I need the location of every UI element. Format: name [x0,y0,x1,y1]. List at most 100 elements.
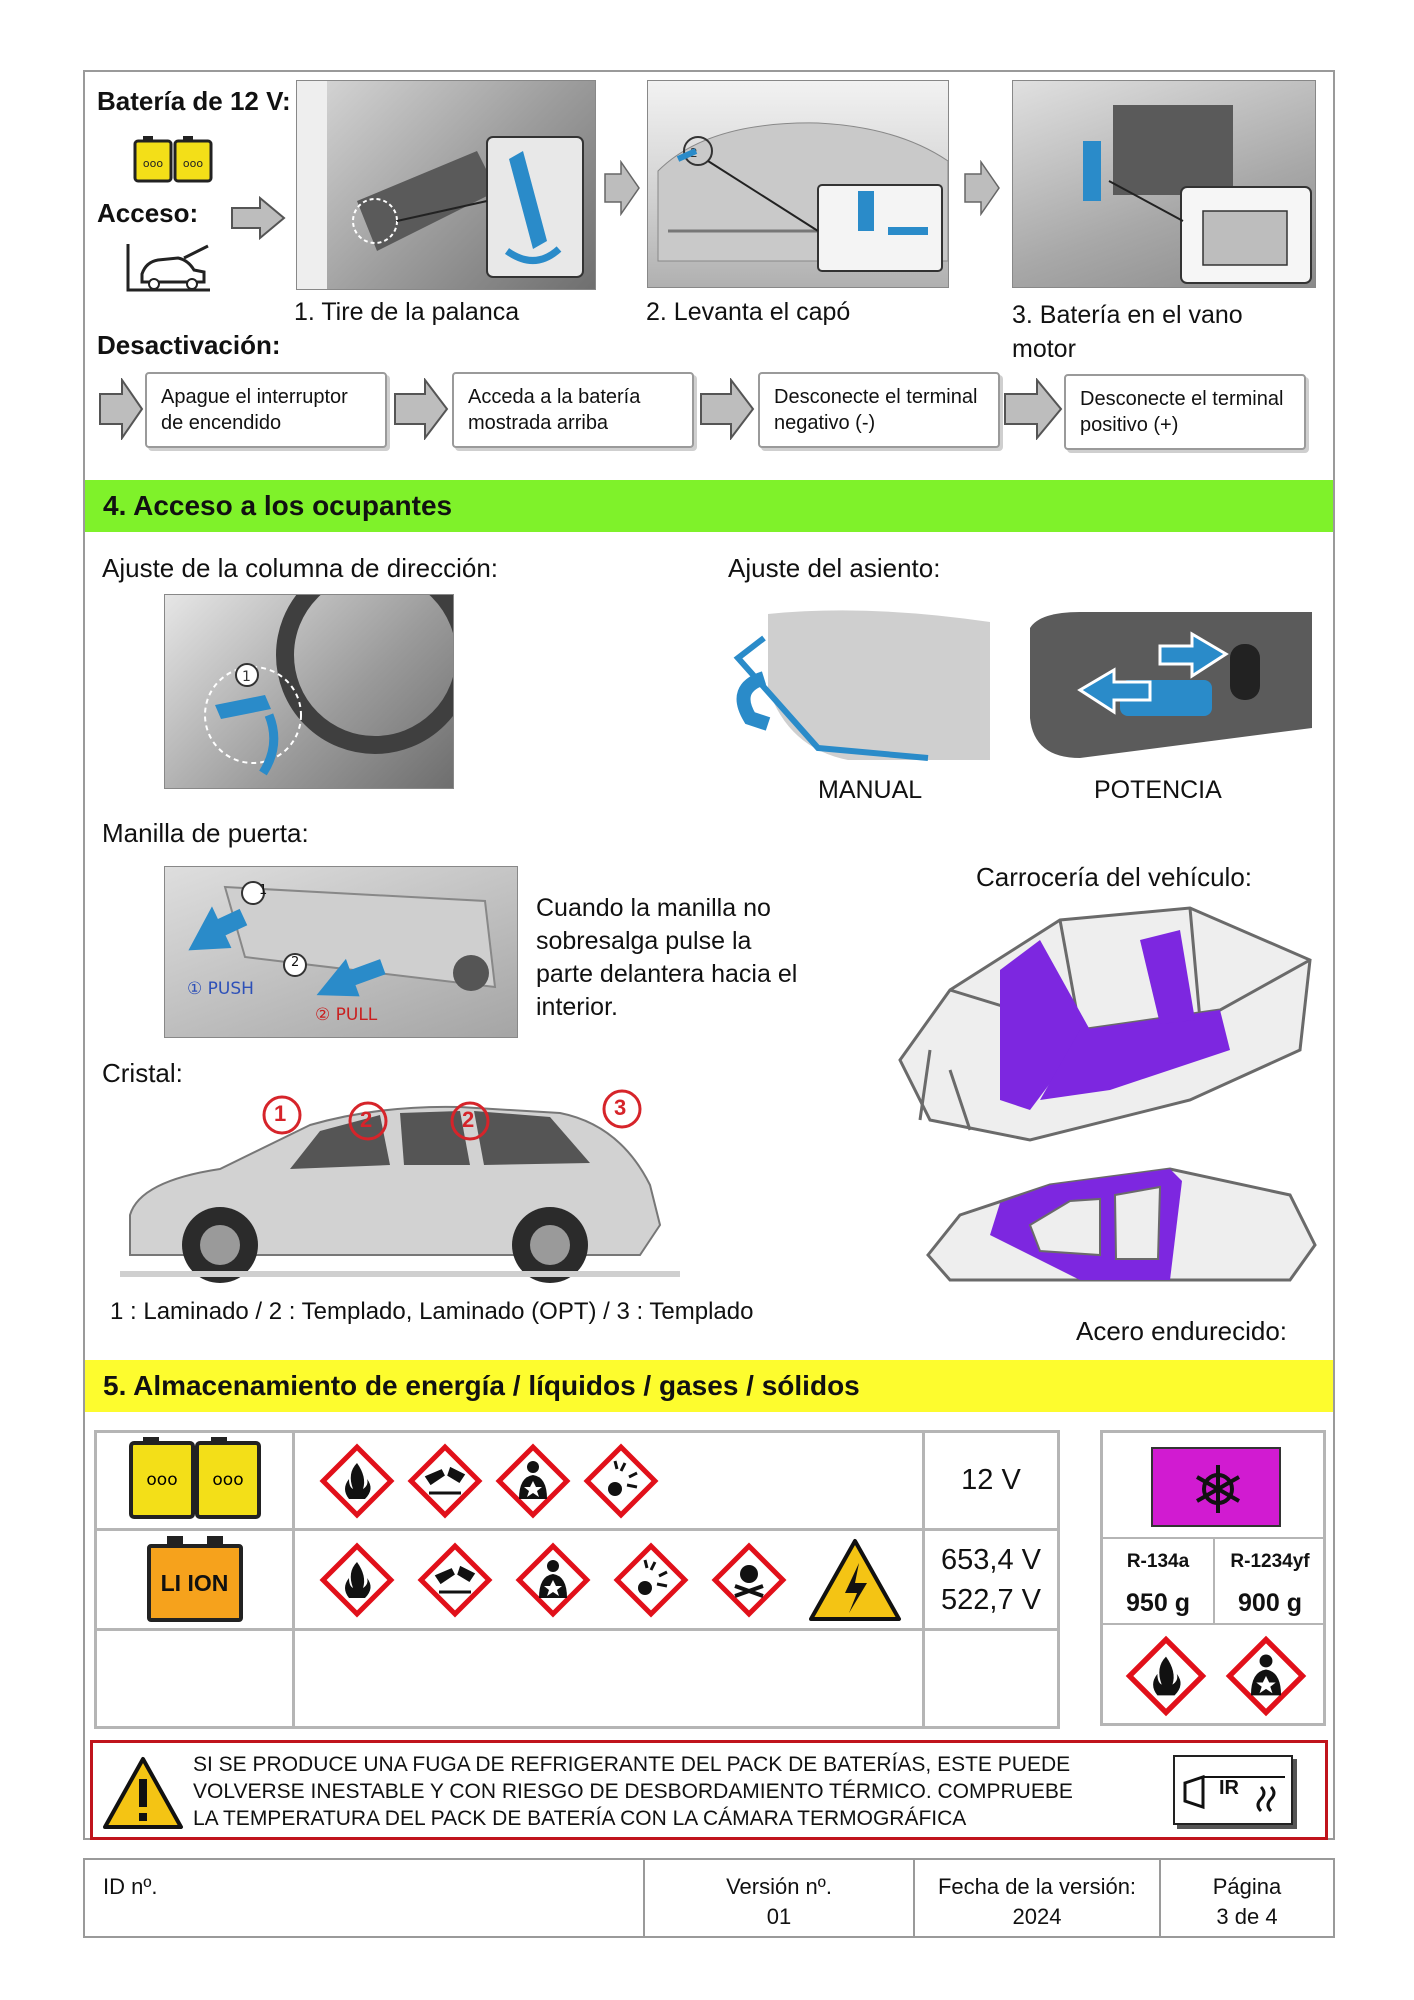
steering-adjust-label: Ajuste de la columna de dirección: [102,553,499,583]
step1-caption: 1. Tire de la palanca [294,298,520,326]
footer-id-label: ID nº. [103,1874,158,1899]
seat-power-photo [1020,608,1312,766]
ghs-health-hazard-icon [495,1443,571,1518]
vehicle-glass-image: 1 2 2 3 [120,1085,680,1285]
footer-date-label: Fecha de la versión: [937,1874,1137,1899]
hood-release-lever-photo [296,80,596,290]
hardened-steel-label: Acero endurecido: [1076,1316,1288,1346]
glass-mark-1: 1 [274,1101,287,1126]
flow-arrow-icon [393,377,449,445]
seat-manual-photo [728,608,990,768]
high-voltage-warning-icon [809,1538,901,1621]
voltage-hv-cell: 653,4 V 522,7 V [922,1528,1060,1631]
step-arrow-icon [963,159,1001,221]
ghs-corrosive-icon [407,1443,483,1518]
ghs-row-hv [317,1537,922,1623]
refrigerant-type-2: R-1234yf [1230,1551,1310,1572]
refrigerant-box: R-134a R-1234yf 950 g 900 g [1100,1430,1326,1726]
seat-power-caption: POTENCIA [1094,776,1222,804]
door-handle-label: Manilla de puerta: [102,818,309,848]
svg-text:ooo: ooo [212,1470,243,1490]
voltage-hv-1: 653,4 V [941,1543,1041,1576]
glass-mark-3: 3 [614,1095,627,1120]
deactivation-step-2: Acceda a la batería mostrada arriba [452,372,694,448]
svg-text:ooo: ooo [143,157,163,170]
section5-title: 5. Almacenamiento de energía / líquidos … [85,1360,1333,1412]
footer-version-label: Versión nº. [726,1874,832,1899]
body-side-image [920,1155,1320,1290]
door-mark-2: 2 [291,955,300,970]
door-mark-1: 1 [259,883,268,898]
empty-hazard-cell [292,1628,925,1729]
warning-text: SI SE PRODUCE UNA FUGA DE REFRIGERANTE D… [193,1753,1073,1830]
steering-column-photo: 1 [164,594,454,789]
footer-version-value: 01 [766,1904,792,1929]
glass-mark-2a: 2 [360,1107,373,1132]
glass-legend: 1 : Laminado / 2 : Templado, Laminado (O… [110,1298,754,1325]
document-footer: ID nº. Versión nº. 01 Fecha de la versió… [83,1858,1335,1938]
battery-12v-icon: ooo ooo [133,135,213,187]
glass-mark-2b: 2 [462,1107,475,1132]
hood-lift-photo: 2 [647,80,949,288]
footer-date-value: 2024 [1012,1904,1062,1929]
battery-12v-title: Batería de 12 V: [97,86,291,116]
thermal-camera-icon: IR [1173,1755,1293,1825]
access-arrow-icon [230,195,286,245]
snowflake-icon [1196,1465,1240,1513]
battery-12v-cell: ooo ooo [94,1430,295,1531]
ghs-health-hazard-icon [1225,1635,1307,1717]
footer-date: Fecha de la versión: 2024 [915,1860,1161,1936]
deactivation-step-3: Desconecte el terminal negativo (-) [758,372,1000,448]
hazards-12v-cell [292,1430,925,1531]
empty-source-cell [94,1628,295,1729]
pull-label: ② PULL [315,1005,378,1025]
li-ion-label: LI ION [146,1543,243,1622]
refrigerant-amount-1: 950 g [1126,1589,1190,1617]
footer-id: ID nº. [85,1860,645,1936]
battery-12v-large-icon: ooo ooo [128,1437,261,1519]
refrigerant-amount-2: 900 g [1238,1589,1302,1617]
deactivation-step-1: Apague el interruptor de encendido [145,372,387,448]
ghs-flammable-icon [319,1443,395,1518]
flow-arrow-icon [98,376,144,445]
footer-page: Página 3 de 4 [1161,1860,1333,1936]
voltage-hv-2: 522,7 V [941,1583,1041,1616]
step3-caption: 3. Batería en el vano motor [1012,301,1243,363]
footer-page-value: 3 de 4 [1216,1904,1278,1929]
deactivation-step-4: Desconecte el terminal positivo (+) [1064,374,1306,450]
li-ion-battery-icon: LI ION [146,1535,243,1624]
ir-label: IR [1219,1777,1239,1799]
step2-caption: 2. Levanta el capó [646,298,851,326]
empty-voltage-cell [922,1628,1060,1729]
hood-open-icon [124,240,220,296]
warning-triangle-icon [103,1757,183,1829]
access-label: Acceso: [97,198,199,228]
hazards-hv-cell [292,1528,925,1631]
engine-bay-battery-photo [1012,80,1316,288]
door-handle-note: Cuando la manilla no sobresalga pulse la… [536,894,798,1021]
ghs-toxic-icon [711,1542,787,1617]
push-label: ① PUSH [187,979,254,999]
footer-page-label: Página [1212,1874,1282,1899]
ghs-health-hazard-icon [515,1542,591,1617]
footer-version: Versión nº. 01 [645,1860,915,1936]
svg-text:ooo: ooo [146,1470,177,1490]
glass-label: Cristal: [102,1058,183,1088]
seat-manual-caption: MANUAL [818,776,923,804]
li-ion-cell: LI ION [94,1528,295,1631]
ac-refrigerant-icon [1151,1447,1281,1527]
ghs-explosive-icon [613,1542,689,1617]
door-handle-photo: 1 2 ① PUSH ② PULL [164,866,518,1038]
deactivation-label: Desactivación: [97,330,281,360]
energy-storage-table: ooo ooo 12 V LI ION [94,1430,1060,1729]
flow-arrow-icon [1003,377,1063,445]
svg-text:ooo: ooo [183,157,203,170]
body-structure-label: Carrocería del vehículo: [976,862,1253,892]
refrigerant-type-1: R-134a [1126,1551,1190,1572]
ghs-flammable-icon [319,1542,395,1617]
flow-arrow-icon [699,377,755,445]
ghs-row-12v [317,1441,922,1521]
ghs-corrosive-icon [417,1542,493,1617]
body-structure-image [890,900,1320,1160]
svg-text:1: 1 [242,669,251,685]
